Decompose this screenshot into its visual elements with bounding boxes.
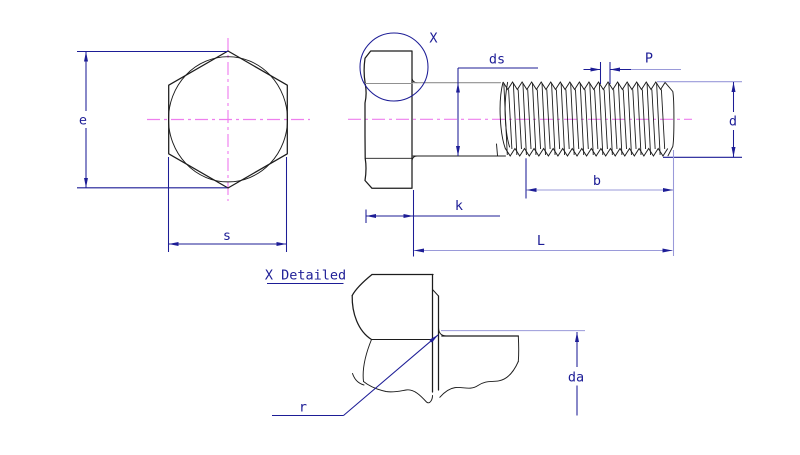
washer-fillet-bottom	[411, 155, 418, 161]
dim-r-label: r	[299, 400, 307, 416]
thread-runout-mark	[496, 143, 498, 156]
detail-underhead-fillet	[438, 327, 447, 337]
side-view: X ds P d b	[348, 31, 742, 257]
bolt-head-outline	[363, 50, 413, 189]
detail-washer-chamfer	[432, 289, 439, 297]
dim-da-label: da	[568, 370, 584, 386]
front-view: e s	[77, 38, 310, 252]
detail-shank-break-line	[439, 361, 519, 398]
dim-d-label: d	[729, 114, 737, 130]
hex-head-outline	[168, 50, 288, 189]
dim-k: k	[365, 190, 500, 257]
dim-k-label: k	[455, 198, 463, 214]
dim-d: d	[657, 81, 742, 158]
dim-ds: ds	[456, 52, 538, 156]
detail-shank	[438, 327, 520, 398]
dim-b-label: b	[593, 173, 601, 189]
detail-lower-vertex-curve	[362, 339, 372, 382]
detail-head-chamfer-left	[351, 273, 373, 297]
bolt-end-chamfer	[664, 82, 675, 157]
dim-b: b	[525, 150, 675, 256]
thread-start-curve	[499, 81, 506, 150]
dim-da: da	[441, 330, 585, 416]
detail-head-corner	[351, 273, 440, 404]
detail-view-title: X Detailed	[265, 268, 346, 284]
detail-lower-corner-arc	[352, 373, 365, 386]
dim-l: L	[414, 233, 673, 253]
thread-lines	[504, 147, 669, 157]
dim-s-label: s	[223, 228, 231, 244]
dim-l-label: L	[537, 233, 545, 249]
dim-s: s	[167, 157, 288, 252]
thread-lines	[502, 81, 666, 91]
detail-view: X Detailed da	[265, 268, 585, 417]
dim-e-label: e	[79, 113, 87, 129]
washer-fillet-top	[411, 78, 418, 84]
dim-p-label: P	[645, 51, 653, 67]
detail-head-left-arc	[351, 294, 373, 341]
detail-circle-x-label: X	[429, 31, 437, 47]
dim-r-leader	[343, 334, 439, 416]
detail-head-break-line	[363, 381, 433, 404]
dim-e: e	[77, 50, 228, 189]
thread-start-curve-2	[504, 81, 511, 148]
dim-p: P	[583, 51, 681, 84]
dim-r: r	[272, 334, 439, 417]
dim-ds-label: ds	[489, 52, 505, 68]
head-chamfer-circle	[168, 56, 288, 183]
detail-circle-x	[359, 32, 429, 102]
